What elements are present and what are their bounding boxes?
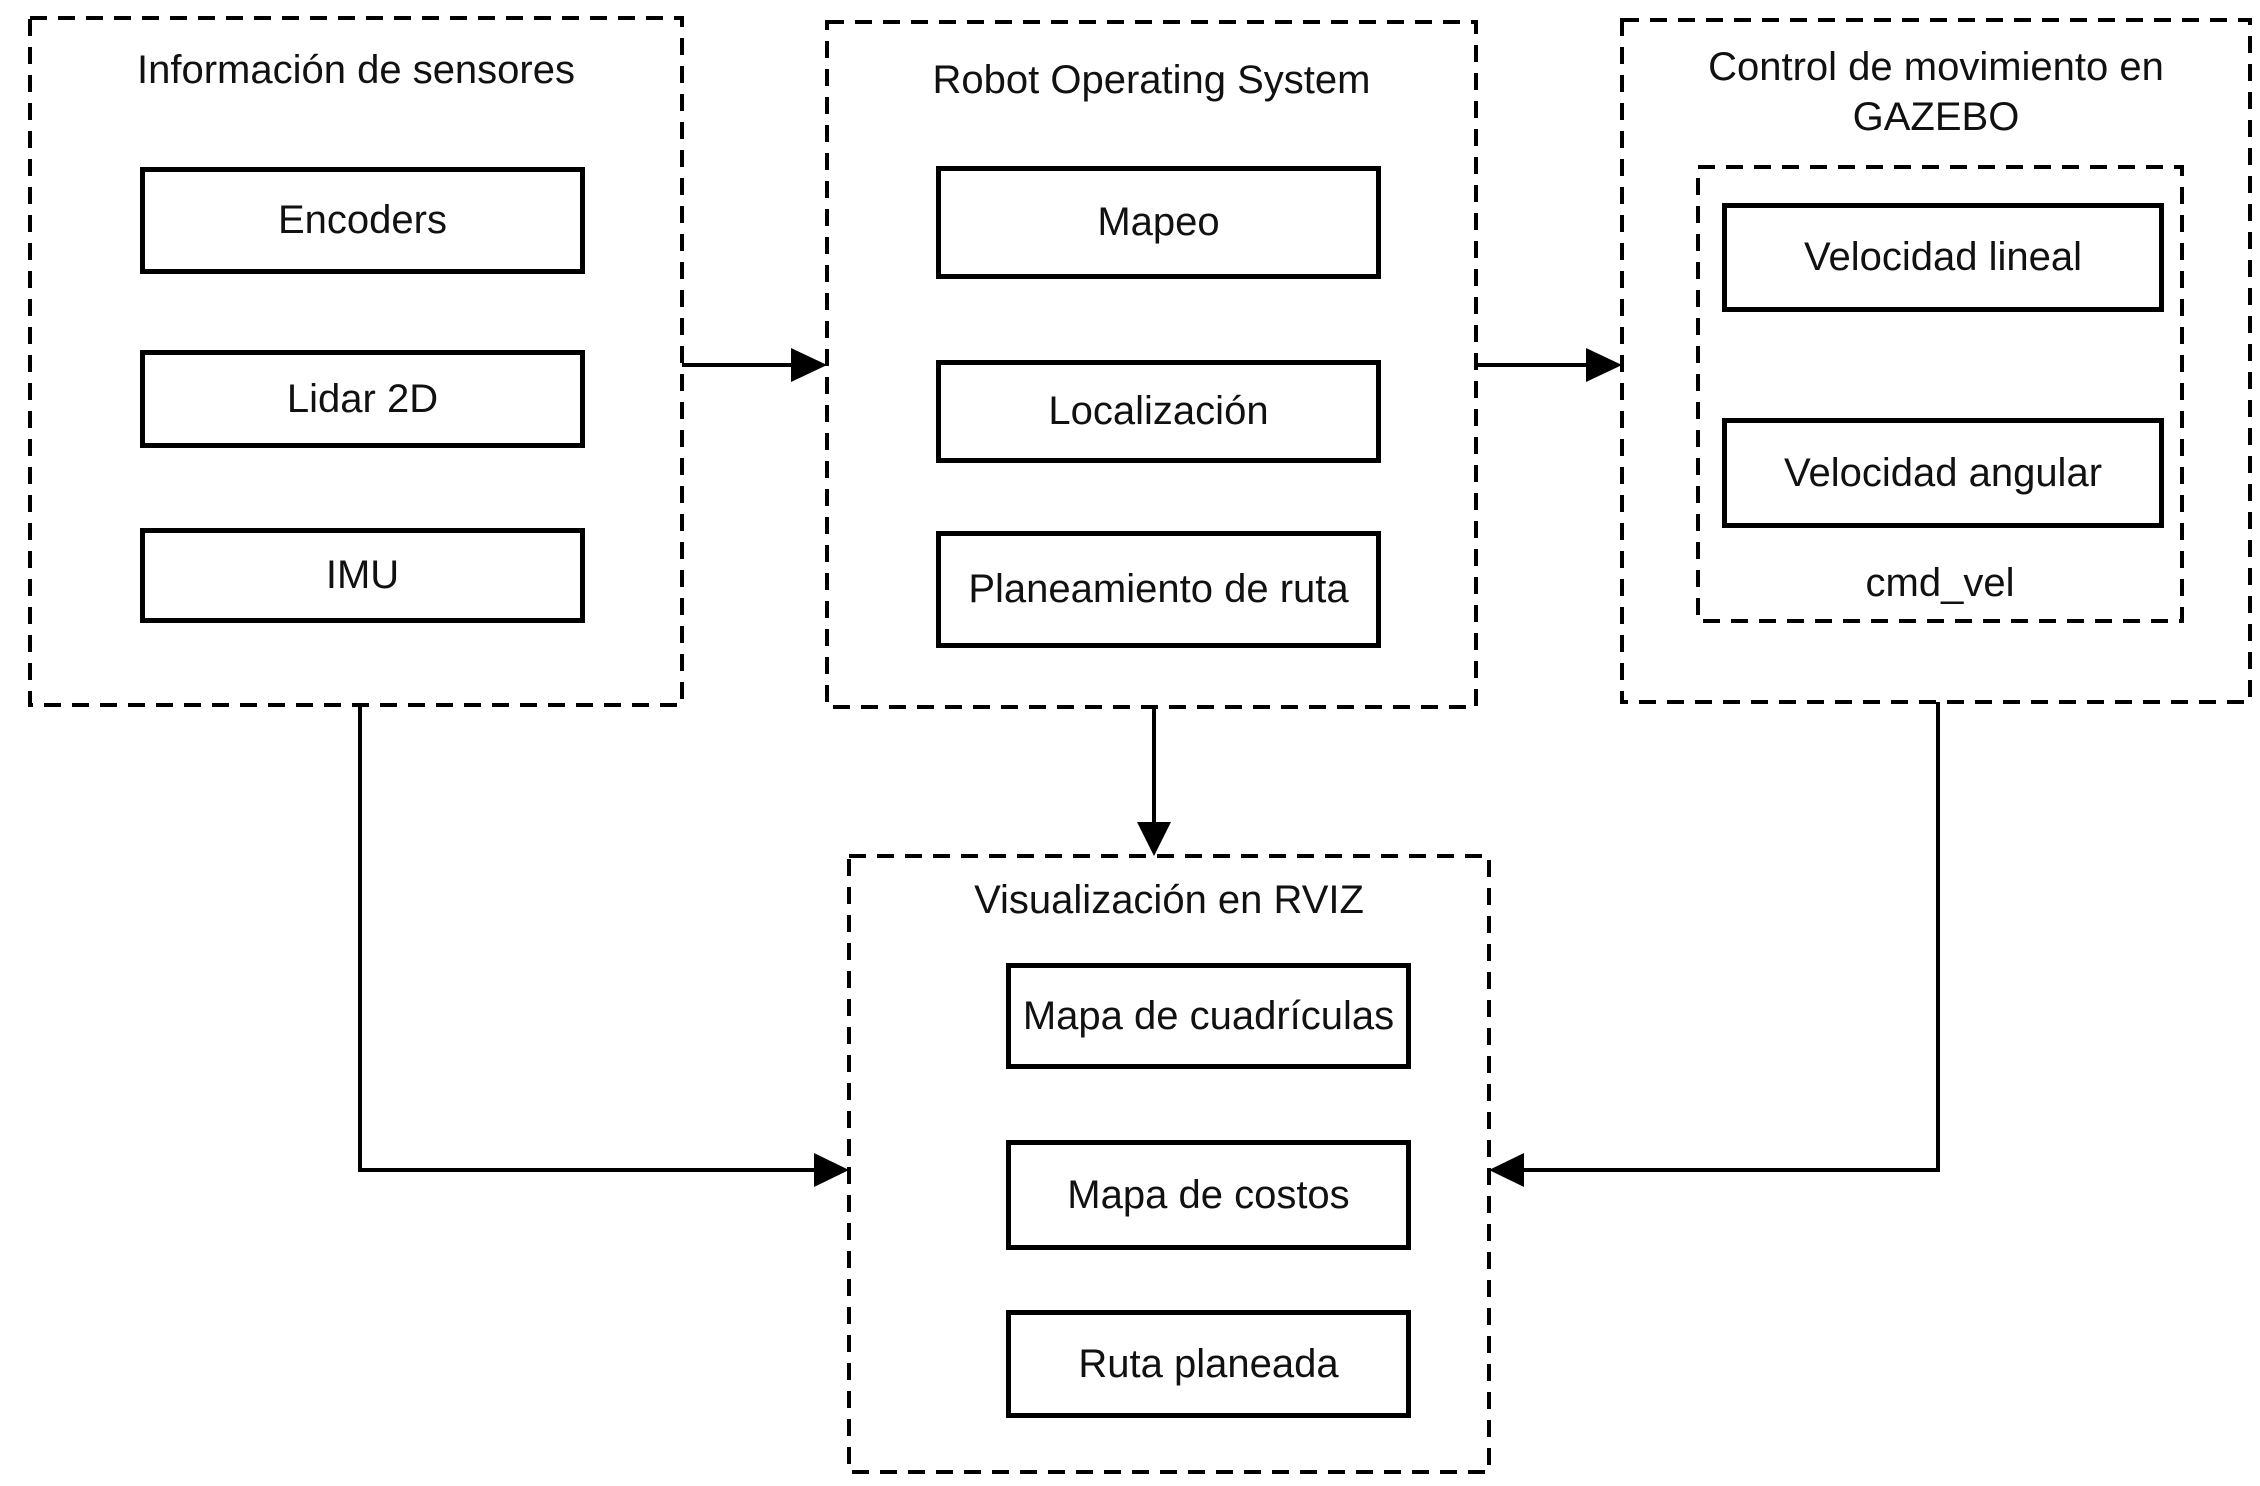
node-encoders: Encoders: [140, 167, 585, 274]
gazebo-inner-frame: [1696, 165, 2184, 623]
node-imu-label: IMU: [325, 553, 400, 597]
arrow-gazebo-to-rviz: [1489, 702, 1940, 1187]
cmd-vel-label: cmd_vel: [1865, 561, 2015, 605]
sensors-panel-title: Información de sensores: [136, 48, 575, 92]
node-velocidad-angular-label: Velocidad angular: [1783, 450, 2103, 495]
node-ruta-planeada-label: Ruta planeada: [1078, 1341, 1339, 1386]
node-planeamiento-ruta-label: Planeamiento de ruta: [968, 567, 1349, 611]
gazebo-panel-title: Control de movimiento en GAZEBO: [1708, 45, 2164, 139]
node-mapa-cuadriculas: Mapa de cuadrículas: [1006, 963, 1411, 1069]
node-lidar-2d-label: Lidar 2D: [286, 376, 439, 421]
arrow-ros-to-gazebo: [1476, 348, 1622, 382]
node-lidar-2d: Lidar 2D: [140, 350, 585, 448]
node-velocidad-angular: Velocidad angular: [1722, 418, 2164, 528]
node-planeamiento-ruta: Planeamiento de ruta: [936, 531, 1381, 648]
node-mapeo: Mapeo: [936, 166, 1381, 279]
node-imu: IMU: [140, 528, 585, 623]
sensors-group-frame: [28, 16, 684, 707]
node-mapeo-label: Mapeo: [1097, 200, 1220, 244]
node-velocidad-lineal: Velocidad lineal: [1722, 203, 2164, 312]
node-ruta-planeada: Ruta planeada: [1006, 1310, 1411, 1418]
rviz-group-frame: [847, 854, 1491, 1474]
node-mapa-cuadriculas-label: Mapa de cuadrículas: [1022, 993, 1395, 1038]
arrow-ros-to-rviz: [1137, 707, 1171, 856]
arrow-sensors-to-ros: [682, 348, 827, 382]
node-mapa-costos: Mapa de costos: [1006, 1140, 1411, 1250]
node-velocidad-lineal-label: Velocidad lineal: [1804, 235, 2082, 279]
node-mapa-costos-label: Mapa de costos: [1067, 1172, 1350, 1217]
arrow-sensors-to-rviz: [358, 705, 849, 1187]
node-encoders-label: Encoders: [278, 198, 447, 242]
node-localizacion-label: Localización: [1048, 389, 1269, 433]
rviz-panel-title: Visualización en RVIZ: [974, 878, 1364, 922]
ros-panel-title: Robot Operating System: [932, 58, 1371, 102]
node-localizacion: Localización: [936, 360, 1381, 463]
